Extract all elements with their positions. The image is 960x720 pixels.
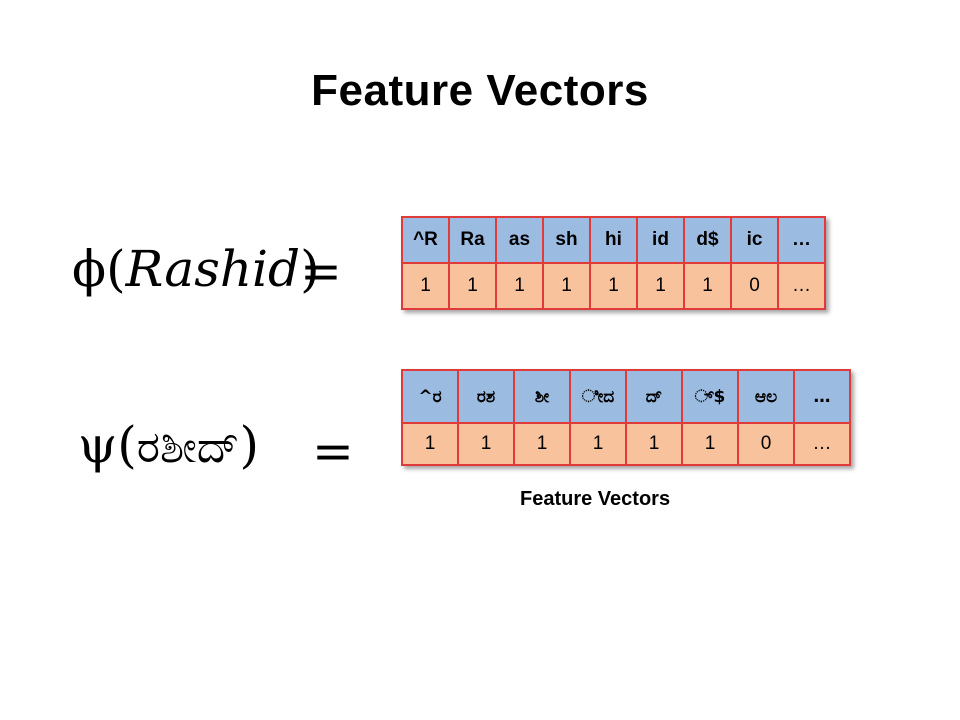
value-cell: 0 [737,422,795,466]
header-cell: ್$ [681,369,739,424]
formula-psi: ψ(ರಶೀದ್) [78,420,259,470]
header-cell: ದ್ [625,369,683,424]
table-value-row: 1 1 1 1 1 1 1 0 … [401,262,826,310]
value-cell: 1 [625,422,683,466]
header-cell: sh [542,216,591,264]
phi-function: ϕ( [72,240,126,298]
closing-paren: ) [300,240,320,298]
feature-vector-table-rashid: ^R Ra as sh hi id d$ ic … 1 1 1 1 1 1 1 … [401,216,826,310]
value-cell: 0 [730,262,779,310]
header-cell: … [777,216,826,264]
value-cell: 1 [457,422,515,466]
header-cell: ರಶ [457,369,515,424]
equals-sign: = [300,242,342,300]
value-cell: 1 [542,262,591,310]
value-cell: 1 [513,422,571,466]
value-cell: 1 [569,422,627,466]
value-cell: 1 [589,262,638,310]
value-cell: 1 [636,262,685,310]
table-value-row: 1 1 1 1 1 1 0 … [401,422,851,466]
equals-sign: = [312,422,354,480]
feature-vector-table-kannada: ^ರ ರಶ ಶೀ ೀದ ದ್ ್$ ಆಲ … 1 1 1 1 1 1 0 … [401,369,851,466]
header-cell: ^ರ [401,369,459,424]
value-cell: 1 [681,422,739,466]
header-cell: … [793,369,851,424]
header-cell: ಶೀ [513,369,571,424]
header-cell: ಆಲ [737,369,795,424]
formula-argument: ರಶೀದ್ [136,422,240,473]
value-cell: 1 [448,262,497,310]
value-cell: … [777,262,826,310]
value-cell: 1 [495,262,544,310]
header-cell: ic [730,216,779,264]
header-cell: hi [589,216,638,264]
value-cell: 1 [401,262,450,310]
value-cell: 1 [683,262,732,310]
header-cell: d$ [683,216,732,264]
table-header-row: ^R Ra as sh hi id d$ ic … [401,216,826,264]
psi-function: ψ( [78,416,137,474]
closing-paren: ) [239,416,259,474]
formula-argument: Rashid [125,240,301,298]
table-header-row: ^ರ ರಶ ಶೀ ೀದ ದ್ ್$ ಆಲ … [401,369,851,424]
header-cell: ೀದ [569,369,627,424]
header-cell: ^R [401,216,450,264]
header-cell: id [636,216,685,264]
slide-title: Feature Vectors [311,66,649,115]
value-cell: … [793,422,851,466]
header-cell: Ra [448,216,497,264]
formula-phi: ϕ(Rashid) [72,244,320,294]
value-cell: 1 [401,422,459,466]
table-caption: Feature Vectors [520,488,671,510]
header-cell: as [495,216,544,264]
